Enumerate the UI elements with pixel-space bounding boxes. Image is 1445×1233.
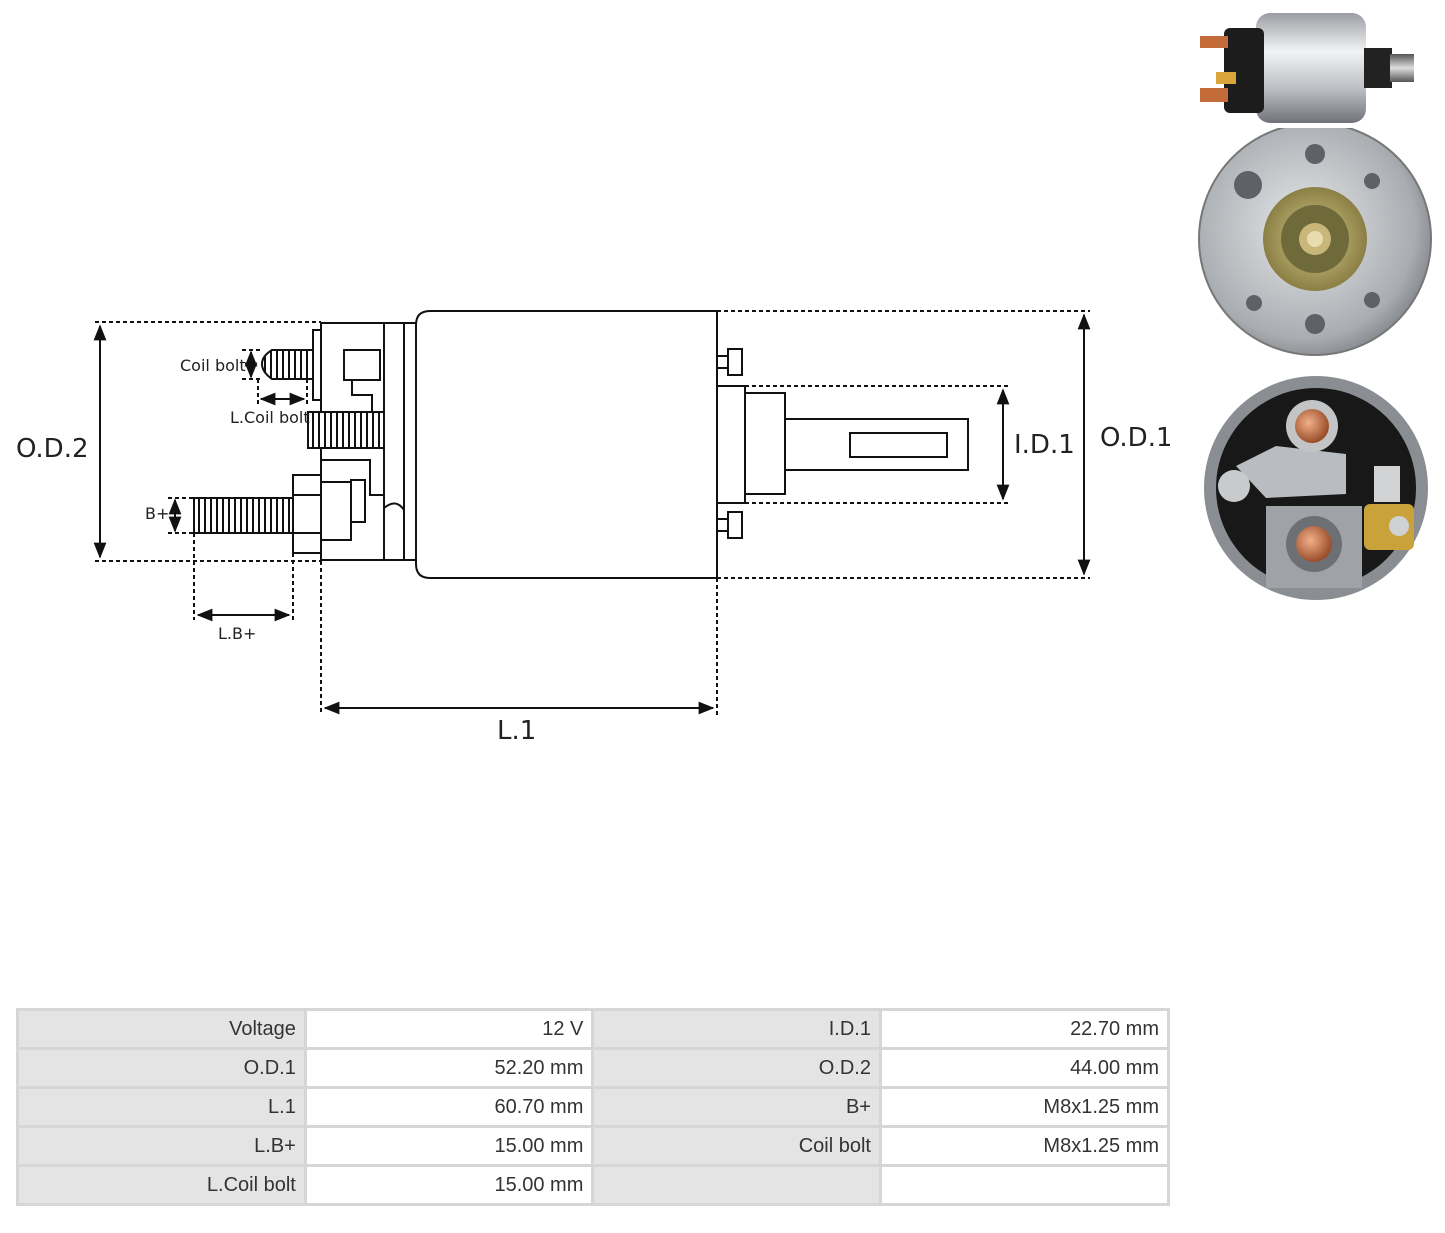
spec-label: L.1 <box>19 1089 304 1125</box>
coil-bolt-thread <box>260 349 314 380</box>
solenoid-technical-drawing: O.D.2 O.D.1 I.D.1 L.1 Coil bolt L.Coil b… <box>16 310 1170 746</box>
spec-label: Coil bolt <box>594 1128 879 1164</box>
table-row: L.B+ 15.00 mm Coil bolt M8x1.25 mm <box>19 1128 1167 1164</box>
center-bolt-thread <box>307 411 385 449</box>
spec-value: 22.70 mm <box>881 1011 1167 1047</box>
spec-value: 12 V <box>306 1011 592 1047</box>
l1-label: L.1 <box>497 716 536 746</box>
spec-label: L.Coil bolt <box>19 1167 304 1203</box>
b-plus-bolt-thread <box>193 497 294 534</box>
l-b-plus-label: L.B+ <box>218 624 256 643</box>
spec-value <box>881 1167 1167 1203</box>
spec-value: M8x1.25 mm <box>881 1089 1167 1125</box>
id1-label: I.D.1 <box>1014 430 1075 460</box>
specifications-table: Voltage 12 V I.D.1 22.70 mm O.D.1 52.20 … <box>16 1008 1170 1206</box>
spec-value: M8x1.25 mm <box>881 1128 1167 1164</box>
solenoid-outline <box>292 310 969 579</box>
spec-label: O.D.1 <box>19 1050 304 1086</box>
spec-value: 15.00 mm <box>306 1167 592 1203</box>
l-coil-bolt-label: L.Coil bolt <box>230 408 310 427</box>
table-row: Voltage 12 V I.D.1 22.70 mm <box>19 1011 1167 1047</box>
od2-label: O.D.2 <box>16 434 89 464</box>
table-row: L.1 60.70 mm B+ M8x1.25 mm <box>19 1089 1167 1125</box>
extension-lines <box>95 310 1090 715</box>
spec-value: 52.20 mm <box>306 1050 592 1086</box>
spec-label: Voltage <box>19 1011 304 1047</box>
solenoid-side-photo <box>1200 13 1414 123</box>
b-plus-label: B+ <box>145 504 169 523</box>
solenoid-terminal-photo <box>1204 376 1428 600</box>
table-row: L.Coil bolt 15.00 mm <box>19 1167 1167 1203</box>
coil-bolt-label: Coil bolt <box>180 356 246 375</box>
specifications-body: Voltage 12 V I.D.1 22.70 mm O.D.1 52.20 … <box>19 1011 1167 1203</box>
solenoid-rear-photo <box>1198 128 1432 356</box>
spec-label: I.D.1 <box>594 1011 879 1047</box>
table-row: O.D.1 52.20 mm O.D.2 44.00 mm <box>19 1050 1167 1086</box>
od1-label: O.D.1 <box>1100 423 1170 453</box>
spec-label: B+ <box>594 1089 879 1125</box>
dimension-arrows <box>93 313 1091 715</box>
spec-label: L.B+ <box>19 1128 304 1164</box>
spec-value: 44.00 mm <box>881 1050 1167 1086</box>
spec-label: O.D.2 <box>594 1050 879 1086</box>
spec-value: 15.00 mm <box>306 1128 592 1164</box>
spec-value: 60.70 mm <box>306 1089 592 1125</box>
spec-label <box>594 1167 879 1203</box>
